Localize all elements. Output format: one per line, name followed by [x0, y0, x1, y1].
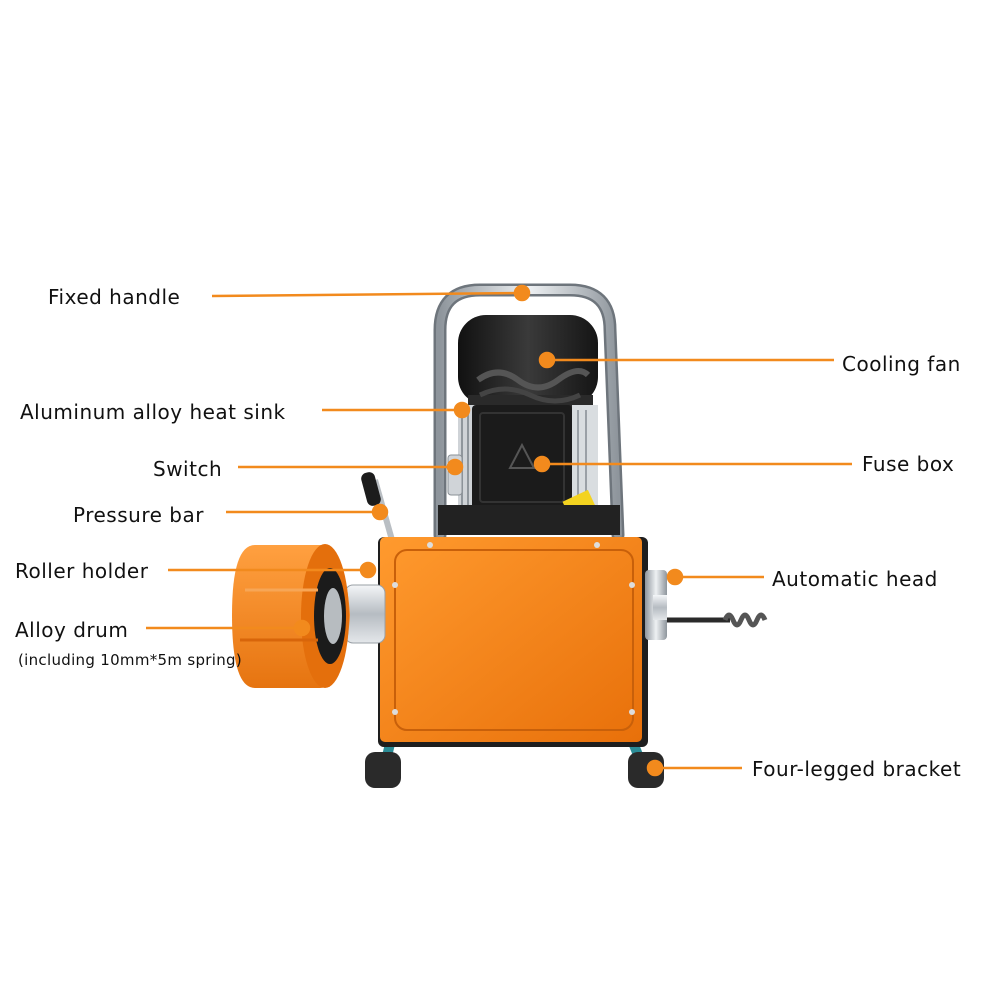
label-alloy-drum: Alloy drum [15, 618, 129, 642]
label-alloy-drum-spec: (including 10mm*5m spring) [18, 651, 243, 669]
label-pressure-bar: Pressure bar [73, 503, 204, 527]
callout-alloy-drum-dot [293, 619, 311, 637]
callout-fixed-handle-line [211, 291, 521, 298]
main-body-shape [378, 537, 648, 747]
label-cooling-fan: Cooling fan [842, 352, 961, 376]
label-switch: Switch [153, 457, 223, 481]
label-fuse-box: Fuse box [862, 452, 955, 476]
callout-lines [146, 284, 852, 777]
label-heat-sink: Aluminum alloy heat sink [20, 400, 286, 424]
callout-cooling-fan-dot [538, 351, 556, 369]
callout-pressure-bar-dot [371, 503, 389, 521]
fuse-box-shape [472, 405, 596, 519]
callout-switch-dot [446, 458, 464, 476]
motor-base [438, 505, 620, 535]
label-fixed-handle: Fixed handle [48, 285, 181, 309]
callout-fixed-handle-dot [513, 284, 531, 302]
callout-heat-sink-dot [453, 401, 471, 419]
automatic-head-shape [645, 570, 768, 640]
label-roller-holder: Roller holder [15, 559, 149, 583]
roller-holder-shape [344, 584, 386, 644]
label-automatic-head: Automatic head [772, 567, 938, 591]
alloy-drum-shape [232, 544, 350, 688]
callout-roller-holder-dot [359, 561, 377, 579]
label-four-legged-bracket: Four-legged bracket [752, 757, 962, 781]
callout-fuse-box-dot [533, 455, 551, 473]
callout-automatic-head-dot [666, 568, 684, 586]
callout-four-legged-dot [646, 759, 664, 777]
